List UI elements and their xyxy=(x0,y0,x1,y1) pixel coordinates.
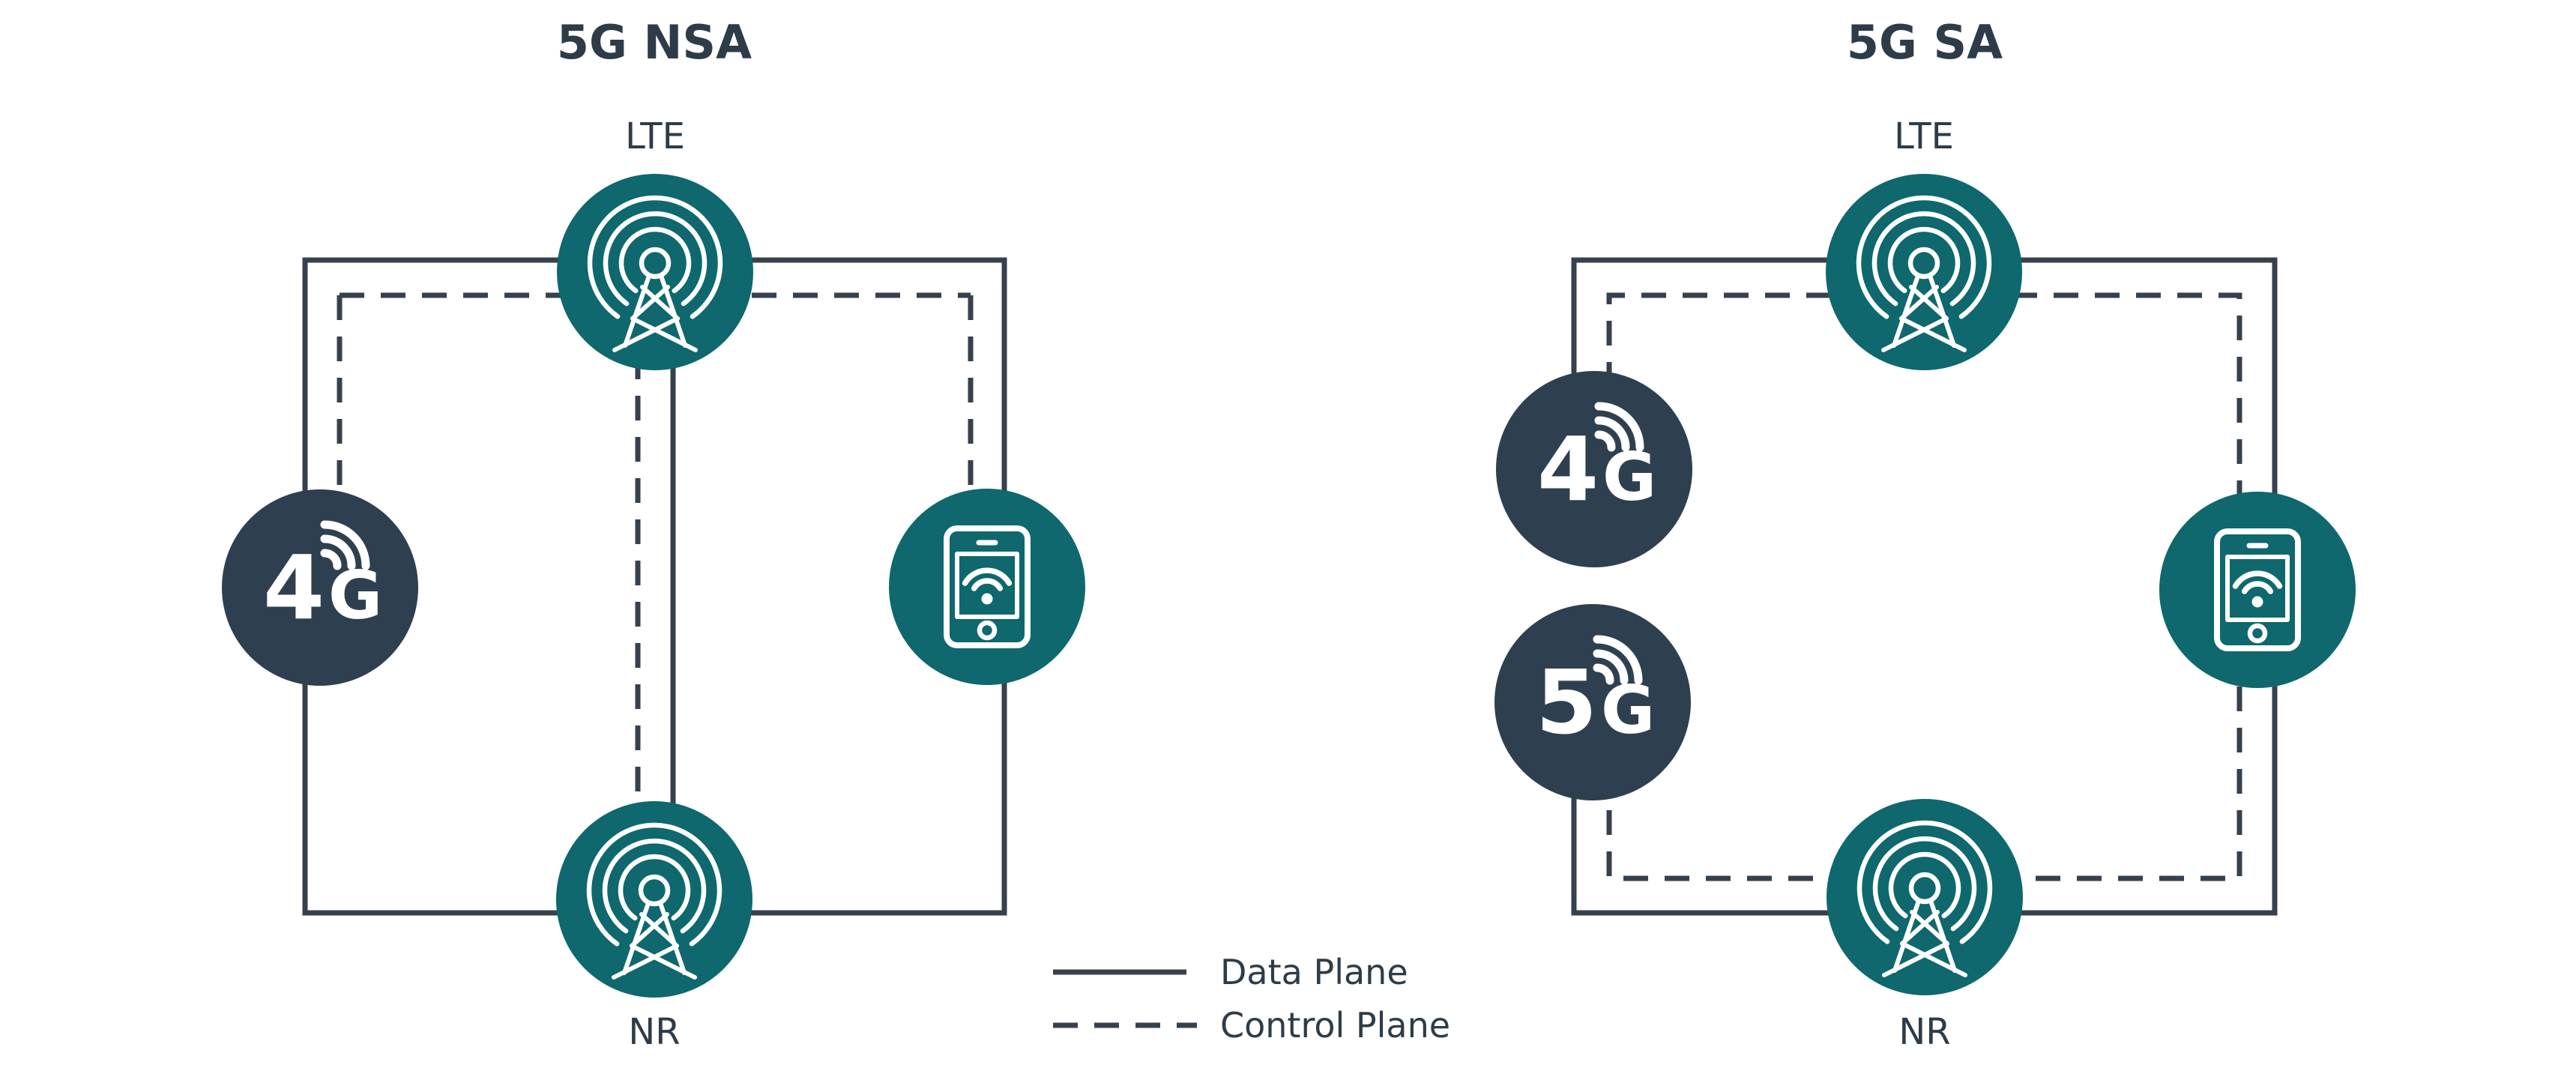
lte-node-circle xyxy=(1826,174,2022,370)
ue-node-circle xyxy=(2159,492,2356,688)
nsa-nr-node xyxy=(556,801,752,998)
sa-nr-node xyxy=(1827,799,2023,995)
nsa-lte-node xyxy=(557,174,753,370)
badge-label: 5 G xyxy=(1536,651,1655,754)
sa-lte-node xyxy=(1826,174,2022,370)
nsa-lte-label: LTE xyxy=(625,115,685,157)
nsa-title: 5G NSA xyxy=(557,15,752,70)
core-badge-circle xyxy=(222,489,418,686)
core-badge-circle xyxy=(1496,371,1692,567)
sa-nr-label: NR xyxy=(1898,1011,1950,1053)
core-badge-circle xyxy=(1494,604,1691,800)
legend-control-plane-label: Control Plane xyxy=(1220,1005,1450,1046)
legend: Data Plane Control Plane xyxy=(1053,952,1450,1046)
badge-label: 4 G xyxy=(1537,417,1656,521)
sa-5g-core-badge: 5 G xyxy=(1494,604,1691,800)
sa-diagram: 4 G 5 G 5G SA LTE xyxy=(1494,15,2356,1053)
lte-node-circle xyxy=(557,174,753,370)
nsa-nr-label: NR xyxy=(628,1011,680,1053)
ue-node-circle xyxy=(889,489,1085,685)
sa-title: 5G SA xyxy=(1847,15,2003,70)
sa-ue-node xyxy=(2159,492,2356,688)
nsa-ue-node xyxy=(889,489,1085,685)
sa-control-plane-ring xyxy=(1606,292,2242,881)
nsa-4g-core-badge: 4 G xyxy=(222,489,418,686)
nr-node-circle xyxy=(556,801,752,998)
legend-data-plane-label: Data Plane xyxy=(1220,952,1408,992)
sa-4g-core-badge: 4 G xyxy=(1496,371,1692,567)
nsa-diagram: 4 G 5G NSA LTE NR xyxy=(222,15,1085,1053)
nsa-data-plane-ring xyxy=(302,257,1007,916)
sa-lte-label: LTE xyxy=(1894,115,1954,157)
badge-label: 4 G xyxy=(263,536,382,639)
nr-node-circle xyxy=(1827,799,2023,995)
